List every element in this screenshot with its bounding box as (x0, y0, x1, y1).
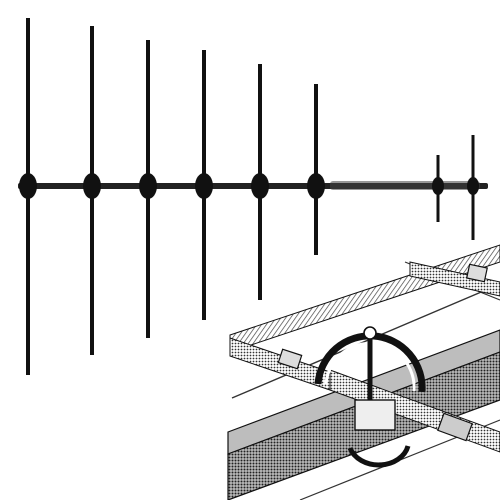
element-mount-2 (83, 173, 101, 199)
element-mount-8 (467, 177, 479, 195)
yagi-antenna (18, 18, 488, 375)
element-mount-6 (307, 173, 325, 199)
detail-clip-left (277, 348, 303, 370)
detail-clip-upper (466, 263, 488, 283)
detail-clamp-block (354, 399, 396, 431)
detail-clamp-bolt (363, 326, 377, 340)
element-mount-1 (19, 173, 37, 199)
antenna-elements (19, 18, 479, 375)
detail-clamp-arc-inner (324, 341, 416, 392)
detail-clamp-arc-lower (347, 445, 411, 468)
antenna-boom-shade (330, 181, 480, 190)
element-mount-7 (432, 177, 444, 195)
element-mount-3 (139, 173, 157, 199)
element-mount-5 (251, 173, 269, 199)
element-mount-4 (195, 173, 213, 199)
detail-rod-upper (231, 283, 500, 399)
detail-clip-main (437, 412, 473, 442)
clamp-detail-drawing (227, 244, 500, 500)
